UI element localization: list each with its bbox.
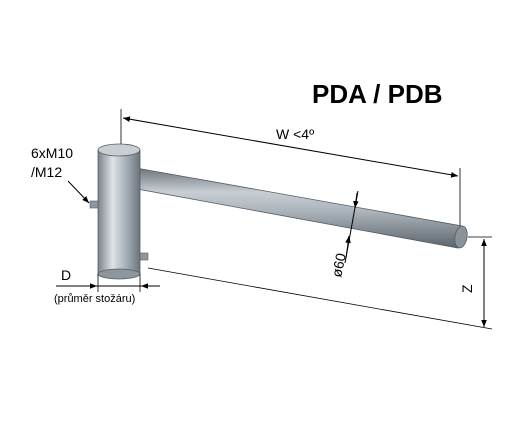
- diameter-arrow-top: [353, 192, 359, 209]
- height-extension-bottom: [147, 267, 493, 330]
- bolts-leader: [67, 180, 90, 204]
- width-label: W <4º: [276, 126, 314, 142]
- bolt-left: [89, 200, 99, 209]
- diameter-arrow-bottom: [345, 235, 351, 259]
- title: PDA / PDB: [312, 79, 443, 109]
- arm-tube: [131, 167, 468, 249]
- width-dimension-line: [122, 116, 459, 178]
- arm-end-cap: [454, 225, 468, 249]
- depth-label: D: [61, 267, 71, 283]
- depth-note: (průměr stožáru): [54, 293, 135, 305]
- diameter-label: ø60: [328, 251, 349, 278]
- height-label: Z: [459, 284, 475, 293]
- sleeve-bottom: [97, 268, 141, 280]
- sleeve-top: [97, 143, 141, 157]
- bolts-label-line2: /M12: [31, 164, 62, 180]
- bolts-label-line1: 6xM10: [31, 145, 73, 161]
- bolt-right: [139, 252, 149, 261]
- mast-sleeve: [89, 143, 149, 280]
